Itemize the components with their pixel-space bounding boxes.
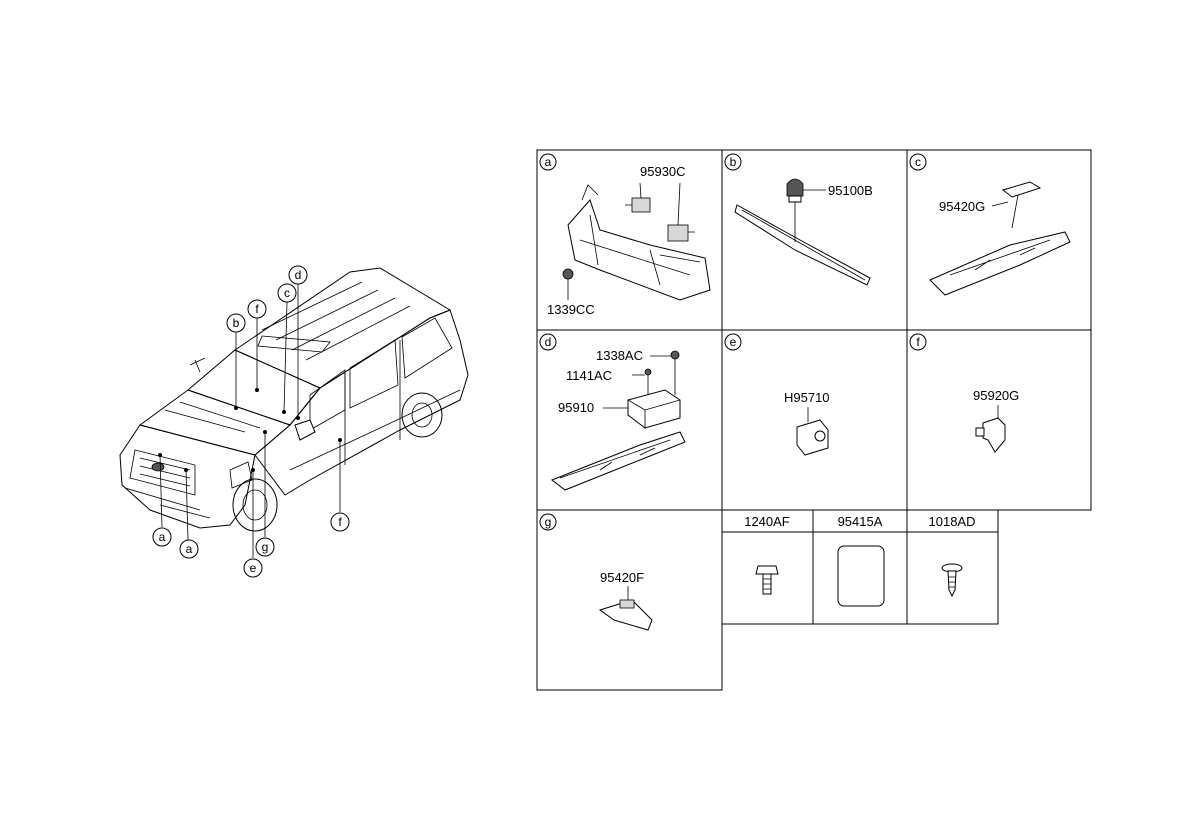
part-95920G: 95920G bbox=[973, 388, 1019, 403]
callout-f-1: f bbox=[255, 302, 259, 316]
part-95100B: 95100B bbox=[828, 183, 873, 198]
part-95910: 95910 bbox=[558, 400, 594, 415]
panel-b: b 95100B bbox=[724, 153, 873, 286]
callout-g: g bbox=[262, 540, 269, 554]
part-95930C: 95930C bbox=[640, 164, 686, 179]
panel-f: f 95920G bbox=[909, 333, 1019, 453]
panel-e: e H95710 bbox=[724, 333, 830, 456]
panel-f-letter: f bbox=[916, 335, 920, 349]
hardware-table: 1240AF 95415A 1018AD bbox=[744, 514, 976, 607]
part-95420G: 95420G bbox=[939, 199, 985, 214]
callout-c: c bbox=[284, 286, 290, 300]
panel-grid bbox=[536, 149, 1092, 691]
panel-d: d 1338AC 1141AC 95910 bbox=[539, 333, 686, 491]
part-H95710: H95710 bbox=[784, 390, 830, 405]
callout-a-1: a bbox=[159, 530, 166, 544]
part-95420F: 95420F bbox=[600, 570, 644, 585]
panel-g: g 95420F bbox=[539, 513, 653, 631]
panel-d-letter: d bbox=[545, 335, 552, 349]
panel-b-letter: b bbox=[730, 155, 737, 169]
panel-a-letter: a bbox=[545, 155, 552, 169]
part-1338AC: 1338AC bbox=[596, 348, 643, 363]
callout-f-2: f bbox=[338, 515, 342, 529]
hardware-header-1018AD: 1018AD bbox=[929, 514, 976, 529]
hardware-header-1240AF: 1240AF bbox=[744, 514, 790, 529]
part-1141AC: 1141AC bbox=[566, 368, 612, 383]
callout-b: b bbox=[233, 316, 240, 330]
panel-g-letter: g bbox=[545, 515, 552, 529]
car-callouts: a a b c d e f f g bbox=[152, 265, 350, 578]
part-1339CC: 1339CC bbox=[547, 302, 595, 317]
panel-c-letter: c bbox=[915, 155, 921, 169]
callout-a-2: a bbox=[186, 542, 193, 556]
vehicle-illustration bbox=[119, 267, 469, 558]
hardware-header-95415A: 95415A bbox=[838, 514, 883, 529]
panel-a: a 95930C 1339CC bbox=[539, 153, 711, 317]
callout-d: d bbox=[295, 268, 302, 282]
callout-e: e bbox=[250, 561, 257, 575]
panel-e-letter: e bbox=[730, 335, 737, 349]
panel-c: c 95420G bbox=[909, 153, 1071, 296]
